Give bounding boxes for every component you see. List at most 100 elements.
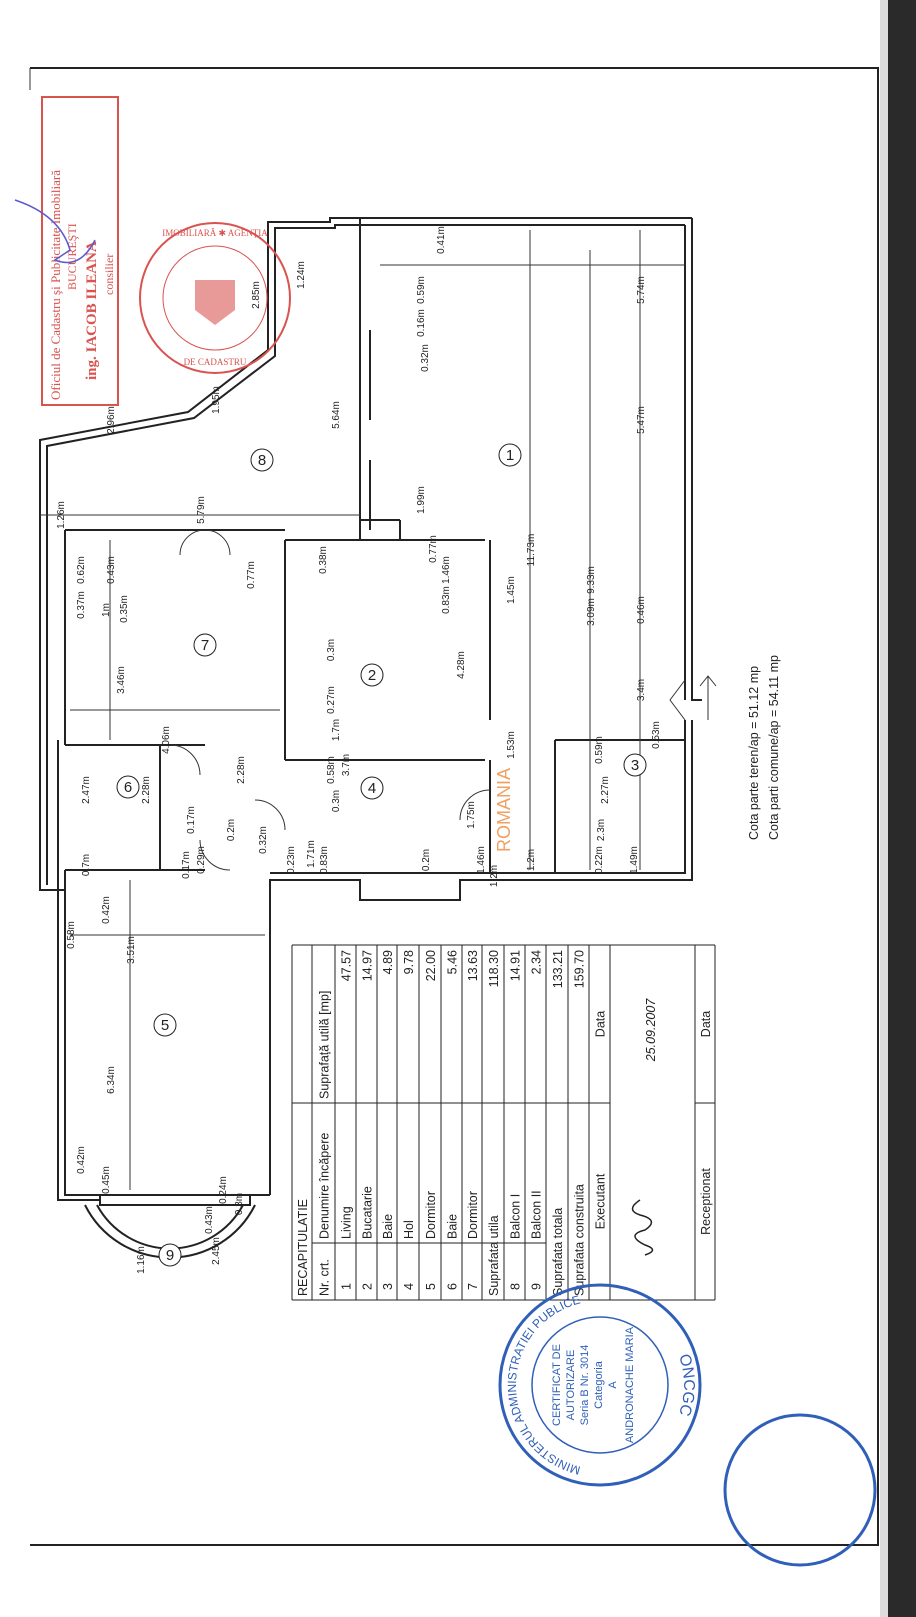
dimension-label: 0.77m bbox=[246, 561, 257, 589]
dimension-label: 1.24m bbox=[296, 261, 307, 289]
dimension-label: 4.06m bbox=[161, 726, 172, 754]
executant-date-label: Data bbox=[594, 1011, 608, 1037]
table-header: Suprafață utilă [mp] bbox=[318, 991, 332, 1099]
svg-text:A: A bbox=[607, 1381, 619, 1389]
room-marker bbox=[498, 443, 522, 467]
table-title: RECAPITULATIE bbox=[296, 1199, 310, 1296]
svg-text:AUTORIZARE: AUTORIZARE bbox=[565, 1350, 577, 1421]
table-cell-area: 14.97 bbox=[361, 950, 375, 981]
dimension-label: 3.51m bbox=[126, 936, 137, 964]
dimension-label: 0.27m bbox=[326, 686, 337, 714]
table-cell-area: 22.00 bbox=[424, 950, 438, 981]
room-marker bbox=[153, 1013, 177, 1037]
table-cell-nr: 8 bbox=[509, 1283, 523, 1290]
dimension-label: 0.46m bbox=[636, 596, 647, 624]
cota-teren: Cota parte teren/ap = 51.12 mp bbox=[747, 666, 761, 840]
table-cell-area: 2.34 bbox=[530, 950, 544, 974]
room-number: 5 bbox=[161, 1017, 169, 1034]
dimension-label: 1.49m bbox=[629, 846, 640, 874]
table-cell-area: 5.46 bbox=[446, 950, 460, 974]
dimension-label: 1.46m bbox=[476, 846, 487, 874]
table-header: Denumire încăpere bbox=[318, 1133, 332, 1239]
room-number: 6 bbox=[124, 779, 132, 796]
dimension-label: 0.32m bbox=[258, 826, 269, 854]
dimension-label: 0.77m bbox=[428, 535, 439, 563]
dimension-label: 0.41m bbox=[436, 226, 447, 254]
dimension-label: 0.42m bbox=[76, 1146, 87, 1174]
svg-text:CERTIFICAT DE: CERTIFICAT DE bbox=[551, 1344, 563, 1426]
table-header: Nr. crt. bbox=[318, 1259, 332, 1296]
dimension-label: 0.3m bbox=[234, 1193, 245, 1215]
svg-text:IMOBILIARĂ ✱ AGENŢIA: IMOBILIARĂ ✱ AGENŢIA bbox=[162, 228, 268, 238]
dimension-label: 0.35m bbox=[119, 595, 130, 623]
watermark: ROMANIA bbox=[494, 768, 514, 852]
scan-edge bbox=[886, 0, 916, 1617]
table-cell-nr: 5 bbox=[424, 1283, 438, 1290]
room-number: 8 bbox=[258, 452, 266, 469]
dimension-label: 2.47m bbox=[81, 776, 92, 804]
room-marker bbox=[360, 663, 384, 687]
dimension-label: 2.3m bbox=[596, 819, 607, 841]
dimension-label: 6.34m bbox=[106, 1066, 117, 1094]
table-cell-name: Living bbox=[340, 1206, 354, 1239]
dimension-label: 0.58m bbox=[66, 921, 77, 949]
table-cell-name: Baie bbox=[381, 1214, 395, 1239]
room-number: 9 bbox=[166, 1247, 174, 1264]
dimension-label: 0.43m bbox=[106, 556, 117, 584]
ocpi-signature bbox=[14, 199, 96, 264]
room-number: 7 bbox=[201, 637, 209, 654]
dimension-label: 1.46m bbox=[441, 556, 452, 584]
dimension-label: 5.47m bbox=[636, 406, 647, 434]
dimension-label: 0.42m bbox=[101, 896, 112, 924]
table-total-label: Suprafata construita bbox=[573, 1184, 587, 1296]
table-cell-nr: 1 bbox=[340, 1283, 354, 1290]
dimension-label: 1.45m bbox=[506, 576, 517, 604]
dimension-label: 4.28m bbox=[456, 651, 467, 679]
table-cell-area: 9.78 bbox=[402, 950, 416, 974]
authorization-stamp: MINISTERUL ADMINISTRATIEI PUBLICE ONCGC … bbox=[498, 1283, 702, 1487]
dimension-label: 0.22m bbox=[594, 846, 605, 874]
table-cell-name: Hol bbox=[402, 1220, 416, 1239]
dimension-label: 0.53m bbox=[651, 721, 662, 749]
table-cell-name: Balcon I bbox=[509, 1194, 523, 1239]
dimension-label: 1.75m bbox=[466, 801, 477, 829]
dimension-label: 0.16m bbox=[416, 309, 427, 337]
dimension-label: 3.09m bbox=[586, 598, 597, 626]
dimension-label: 2.28m bbox=[236, 756, 247, 784]
dimension-label: 1.2m bbox=[489, 865, 500, 887]
dimension-label: 1.53m bbox=[506, 731, 517, 759]
svg-text:DE CADASTRU: DE CADASTRU bbox=[184, 357, 247, 367]
cota-parti-comune: Cota parti comune/ap = 54.11 mp bbox=[767, 655, 781, 840]
dimension-label: 5.79m bbox=[196, 496, 207, 524]
table-cell-name: Dormitor bbox=[424, 1191, 438, 1239]
dimension-label: 0.3m bbox=[326, 639, 337, 661]
table-cell-nr: 9 bbox=[530, 1283, 544, 1290]
room-number: 2 bbox=[368, 667, 376, 684]
dimension-label: 1.71m bbox=[306, 840, 317, 868]
dimension-label: 0.83m bbox=[441, 586, 452, 614]
recap-table: RECAPITULATIE Nr. crt. Denumire încăpere Su… bbox=[291, 944, 716, 1301]
dimension-label: 0.2m bbox=[226, 819, 237, 841]
room-number: 3 bbox=[631, 757, 639, 774]
dimension-label: 1.26m bbox=[56, 501, 67, 529]
dimension-label: 5.74m bbox=[636, 276, 647, 304]
dimension-label: 0.83m bbox=[319, 846, 330, 874]
dimension-label: 0.2m bbox=[421, 849, 432, 871]
dimension-label: 1.95m bbox=[211, 386, 222, 414]
table-cell-area: 4.89 bbox=[381, 950, 395, 974]
table-total-value: 159.70 bbox=[573, 950, 587, 988]
table-cell-nr: 6 bbox=[446, 1283, 460, 1290]
table-cell-name: Baie bbox=[446, 1214, 460, 1239]
ocpi-stamp: Oficiul de Cadastru şi Publicitate Imobi… bbox=[41, 96, 119, 406]
dimension-label: 0.29m bbox=[196, 846, 207, 874]
dimension-label: 2.28m bbox=[141, 776, 152, 804]
svg-text:ing. IACOB ILEANA: ing. IACOB ILEANA bbox=[84, 241, 100, 380]
dimension-label: 0.17m bbox=[181, 851, 192, 879]
room-marker bbox=[623, 753, 647, 777]
dimension-label: 0.32m bbox=[420, 344, 431, 372]
dimension-label: 0.3m bbox=[331, 790, 342, 812]
dimension-label: 0.17m bbox=[186, 806, 197, 834]
room-number: 1 bbox=[506, 447, 514, 464]
